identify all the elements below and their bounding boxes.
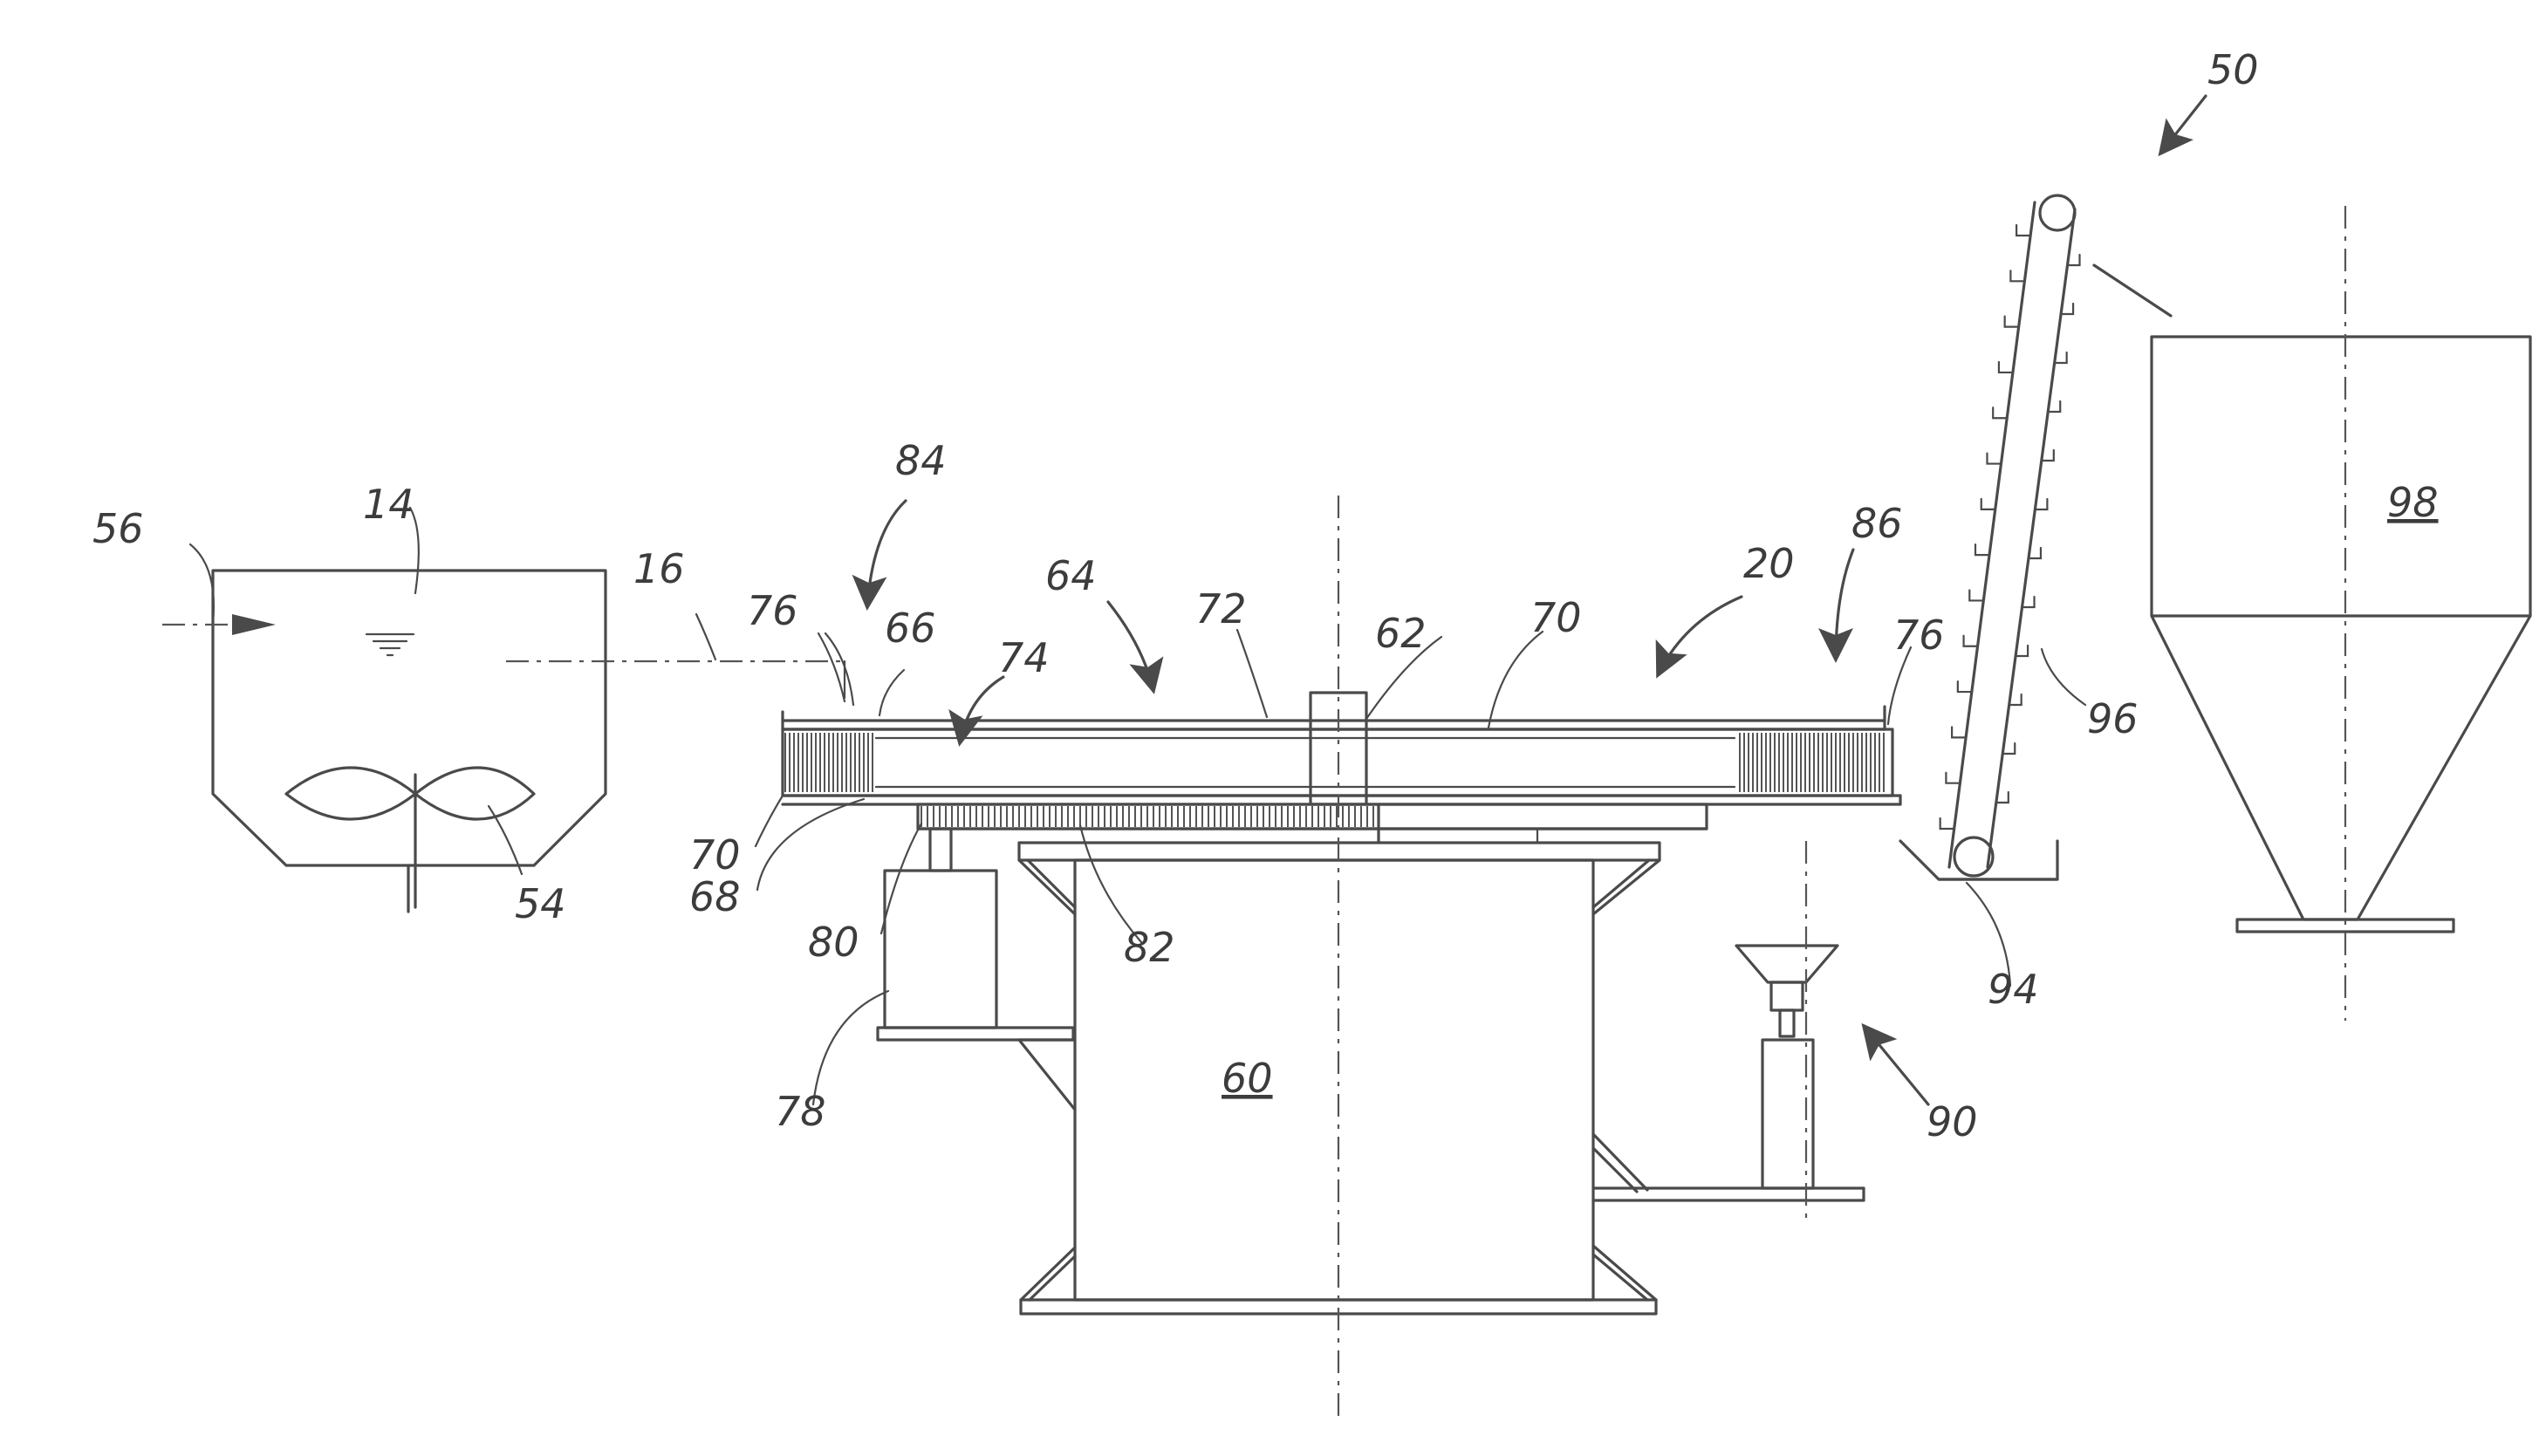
- label-84: 84: [895, 437, 947, 484]
- mixing-tank: [162, 571, 606, 912]
- label-56: 56: [92, 505, 144, 552]
- label-68: 68: [689, 873, 741, 920]
- inflow-arrow: [162, 614, 276, 635]
- feed-line: [506, 661, 845, 698]
- gear-teeth: [921, 806, 1373, 827]
- label-64: 64: [1045, 552, 1097, 599]
- label-96: 96: [2087, 695, 2139, 742]
- label-50: 50: [2207, 46, 2259, 93]
- center-lines: [1338, 206, 2345, 1420]
- label-20: 20: [1743, 540, 1795, 587]
- drive-motor: [878, 871, 1075, 1110]
- label-14: 14: [363, 481, 414, 528]
- storage-silo: [2152, 337, 2530, 932]
- label-90: 90: [1927, 1098, 1978, 1145]
- label-70-left: 70: [689, 831, 741, 878]
- label-74: 74: [998, 634, 1050, 681]
- label-76-right: 76: [1893, 612, 1945, 659]
- label-72: 72: [1195, 585, 1247, 632]
- filter-chamber: [876, 738, 1735, 787]
- label-16: 16: [633, 545, 685, 592]
- filter-cloth-left: [785, 733, 873, 792]
- filter-cloth-right: [1740, 733, 1884, 792]
- label-60: 60: [1222, 1055, 1273, 1102]
- label-94: 94: [1988, 966, 2039, 1013]
- liquid-level-symbol: [366, 634, 414, 655]
- label-78: 78: [775, 1088, 826, 1135]
- label-86: 86: [1851, 500, 1903, 547]
- label-98: 98: [2387, 479, 2439, 526]
- discharge-unit: [1593, 946, 1864, 1200]
- label-82: 82: [1124, 924, 1175, 971]
- label-70-center: 70: [1530, 594, 1582, 641]
- bucket-conveyor: [1900, 195, 2171, 879]
- conveyor-flights: [1940, 225, 2080, 829]
- label-62: 62: [1375, 610, 1427, 657]
- label-66: 66: [885, 605, 936, 652]
- label-80: 80: [808, 919, 859, 966]
- reference-numerals: 50 14 56 16 54 84 64 76 66 74 72 62 70 2…: [92, 46, 2439, 1145]
- agitator: [286, 768, 534, 907]
- label-76-left: 76: [747, 587, 798, 634]
- label-54: 54: [515, 880, 566, 927]
- rotary-table: [783, 707, 1900, 804]
